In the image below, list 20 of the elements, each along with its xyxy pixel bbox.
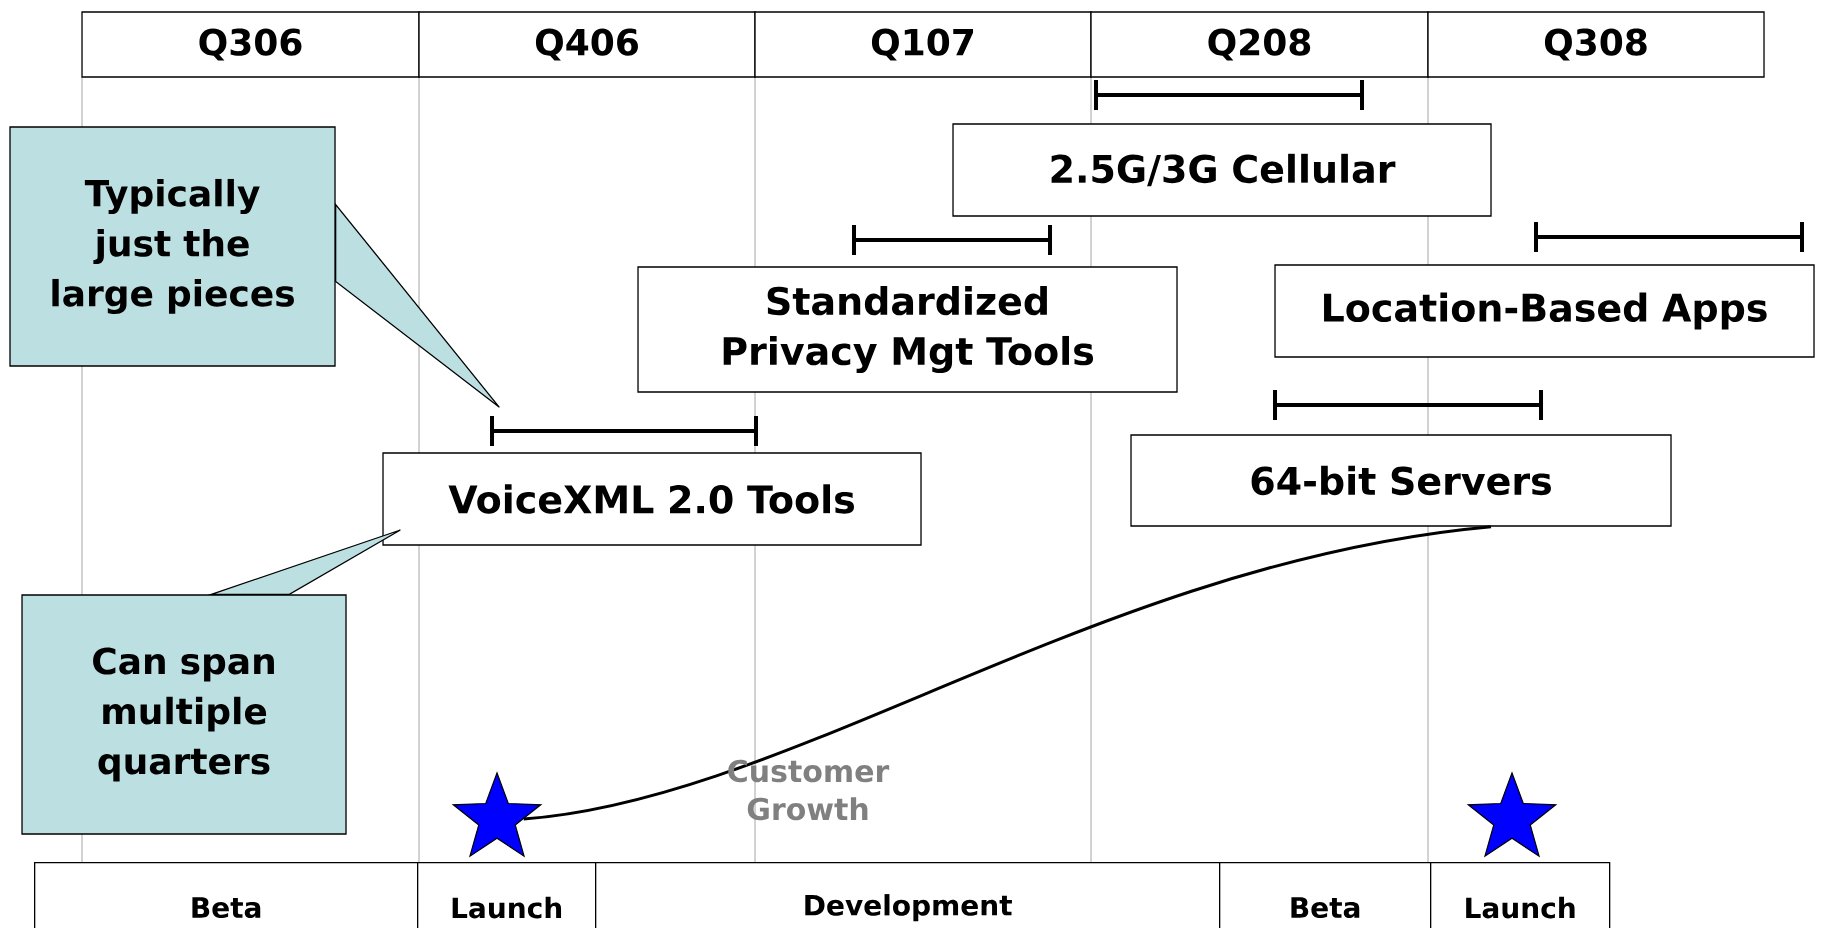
quarter-header: Q406 <box>418 11 756 78</box>
node-label: Development <box>805 894 1012 922</box>
phase-cell: Launch <box>417 862 597 928</box>
phase-cell: Launch <box>1430 862 1611 928</box>
milestone-box: 2.5G/3G Cellular <box>952 123 1492 217</box>
callout-pointer <box>207 529 401 595</box>
milestone-box: Standardized Privacy Mgt Tools <box>637 266 1178 393</box>
phase-cell: Beta <box>34 862 419 928</box>
node-label: Beta <box>1291 897 1360 919</box>
curve-label: Customer Growth <box>728 759 890 821</box>
quarter-header: Q208 <box>1090 11 1429 78</box>
milestone-box: VoiceXML 2.0 Tools <box>382 452 922 546</box>
node-label: Launch <box>452 896 562 919</box>
milestone-box: Location-Based Apps <box>1274 264 1815 358</box>
quarter-header: Q306 <box>81 11 420 78</box>
quarter-header: Q308 <box>1427 11 1765 78</box>
phase-cell: Beta <box>1219 862 1432 928</box>
milestone-box: 64-bit Servers <box>1130 434 1672 527</box>
growth-curve <box>523 525 1492 821</box>
quarter-header: Q107 <box>754 11 1092 78</box>
